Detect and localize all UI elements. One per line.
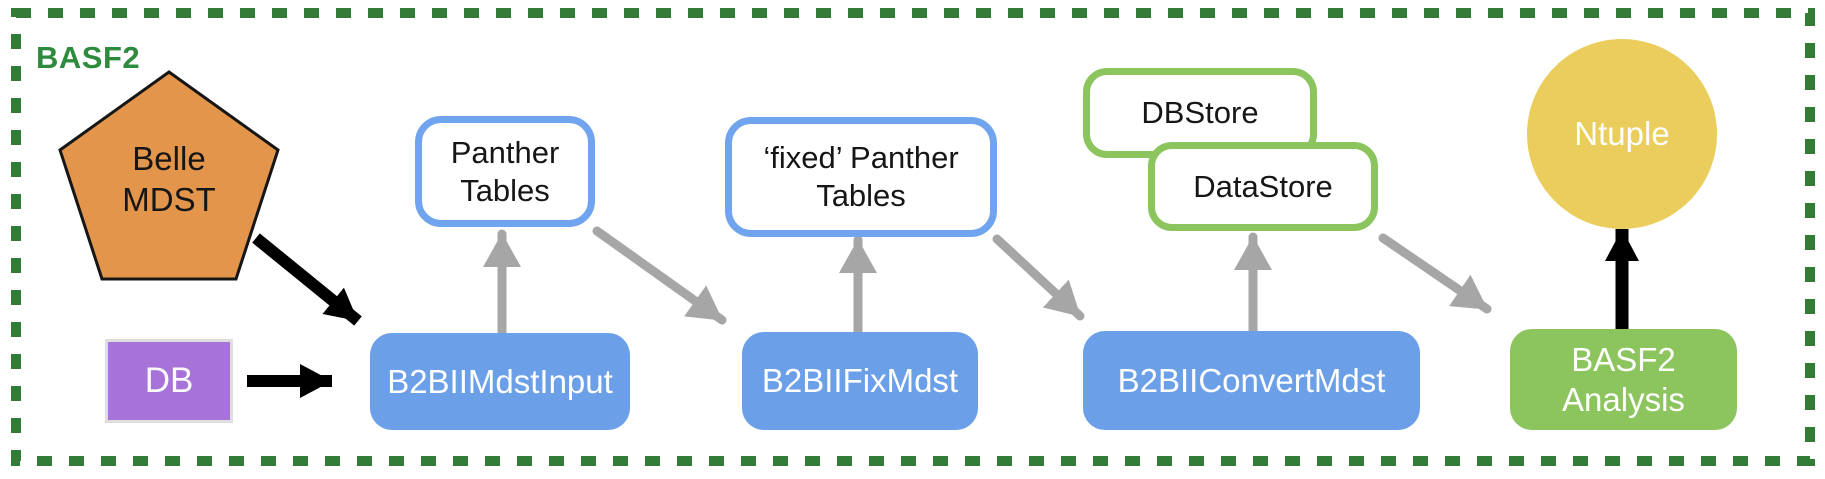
datastore-node: DataStore	[1148, 142, 1378, 231]
belle-mdst-pentagon	[58, 70, 280, 281]
b2bii-fix-mdst-node: B2BIIFixMdst	[742, 332, 978, 430]
basf2-analysis-line1: BASF2	[1571, 340, 1676, 378]
b2bii-mdst-input-node: B2BIIMdstInput	[370, 333, 630, 430]
arrow-fixedpanther-to-convertmdst	[992, 234, 1085, 321]
dbstore-label: DBStore	[1141, 95, 1259, 130]
panther-tables-node: Panther Tables	[415, 116, 595, 227]
arrow-datastore-to-analysis	[1378, 233, 1492, 314]
ntuple-node: Ntuple	[1527, 39, 1717, 229]
panther-tables-line2: Tables	[460, 172, 550, 208]
db-node: DB	[105, 339, 233, 423]
panther-tables-line1: Panther	[450, 134, 560, 170]
basf2-analysis-line2: Analysis	[1562, 380, 1685, 418]
basf2-analysis-node: BASF2 Analysis	[1510, 329, 1737, 430]
datastore-label: DataStore	[1193, 168, 1333, 204]
b2bii-mdst-input-label: B2BIIMdstInput	[387, 362, 613, 400]
b2bii-convert-mdst-label: B2BIIConvertMdst	[1117, 361, 1386, 399]
basf2-frame-border	[11, 8, 1815, 466]
db-label: DB	[144, 361, 194, 400]
ntuple-label: Ntuple	[1574, 115, 1670, 152]
belle-mdst-label: Belle MDST	[79, 138, 259, 220]
b2bii-fix-mdst-label: B2BIIFixMdst	[761, 362, 959, 399]
belle-mdst-line2: MDST	[122, 181, 216, 218]
fixed-panther-line1: ‘fixed’ Panther	[763, 140, 959, 175]
arrow-bellemdst-to-mdstinput	[252, 233, 362, 326]
fixed-panther-line2: Tables	[816, 178, 906, 213]
b2bii-convert-mdst-node: B2BIIConvertMdst	[1083, 331, 1420, 430]
fixed-panther-tables-node: ‘fixed’ Panther Tables	[725, 117, 997, 237]
arrow-panthertables-to-fixmdst	[592, 226, 727, 325]
frame-title-basf2: BASF2	[36, 40, 141, 75]
belle-mdst-line1: Belle	[132, 140, 206, 177]
